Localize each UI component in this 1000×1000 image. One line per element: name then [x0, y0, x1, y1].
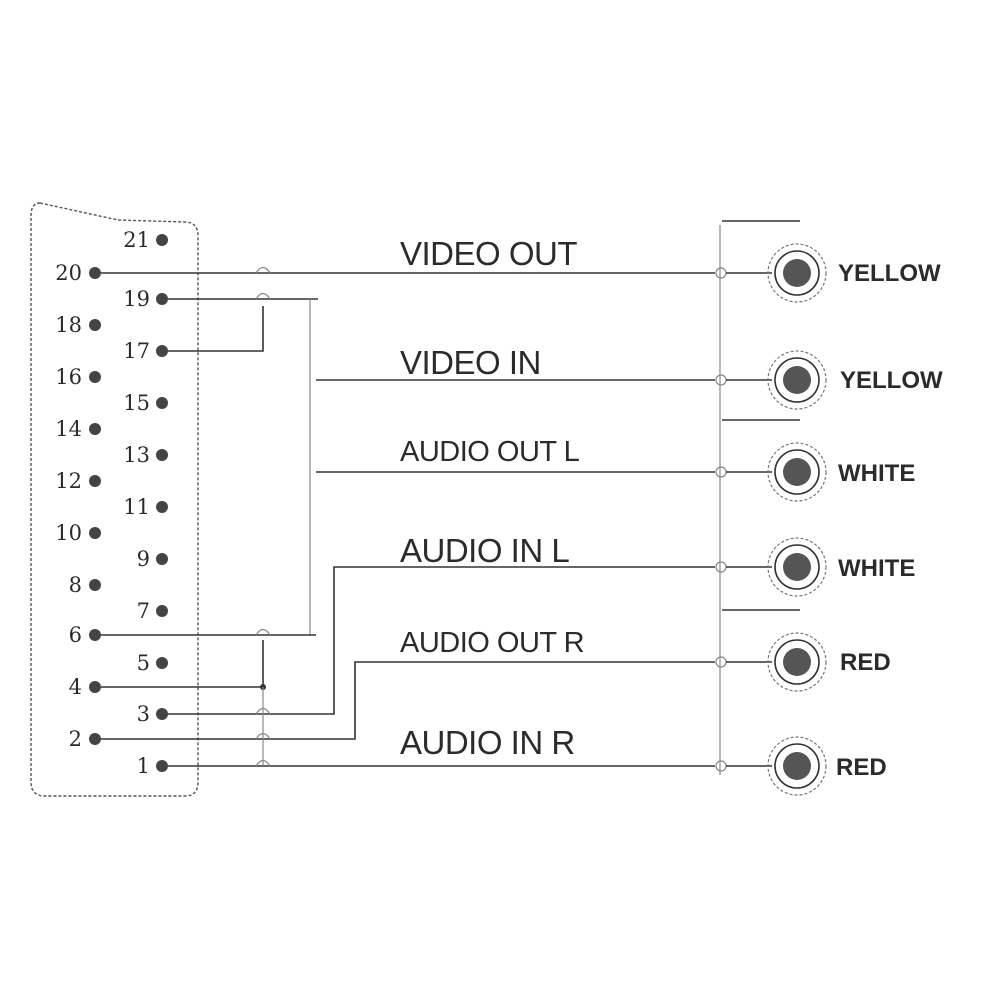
- terminal: [715, 760, 727, 772]
- pin-label: 3: [137, 702, 150, 726]
- pin-label: 20: [55, 261, 82, 285]
- signal-labels: VIDEO OUT VIDEO IN AUDIO OUT L AUDIO IN …: [400, 235, 585, 761]
- pin-label: 7: [137, 599, 150, 623]
- color-label: WHITE: [838, 460, 915, 487]
- signal-label: VIDEO IN: [400, 344, 541, 381]
- signal-label: AUDIO OUT R: [400, 627, 584, 659]
- terminal: [715, 656, 727, 668]
- rca-jack-video-out: [767, 243, 827, 303]
- pin-1: [156, 760, 168, 772]
- wire-audio-in-l: [168, 566, 715, 715]
- pin-19: [156, 293, 168, 305]
- terminal: [715, 374, 727, 386]
- color-label: YELLOW: [838, 260, 941, 287]
- pins-right-column: 21 19 17 15 13 11 9 7 5 3 1: [123, 228, 168, 778]
- pin-15: [156, 397, 168, 409]
- pin-label: 2: [69, 727, 82, 751]
- shield-loop-top: [255, 266, 271, 300]
- pin-label: 18: [55, 313, 82, 337]
- pin-16: [89, 371, 101, 383]
- pin-label: 12: [55, 469, 82, 493]
- terminals: [715, 267, 772, 772]
- pin-20: [89, 267, 101, 279]
- pin-4: [89, 681, 101, 693]
- pin-label: 6: [69, 623, 82, 647]
- signal-label: AUDIO IN L: [400, 532, 569, 569]
- pin-label: 21: [123, 228, 150, 252]
- pin-label: 10: [55, 521, 82, 545]
- rca-jack-audio-out-r: [767, 632, 827, 692]
- signal-label: VIDEO OUT: [400, 235, 577, 272]
- pin-14: [89, 423, 101, 435]
- pin-label: 16: [55, 365, 82, 389]
- color-label: YELLOW: [840, 367, 943, 394]
- pin-label: 17: [123, 339, 150, 363]
- rca-jack-audio-in-l: [767, 537, 827, 597]
- pin-17: [156, 345, 168, 357]
- pin-label: 13: [123, 443, 150, 467]
- terminal: [715, 466, 727, 478]
- terminal-link: [726, 272, 772, 767]
- pin-13: [156, 449, 168, 461]
- rca-jack-video-in: [767, 350, 827, 410]
- wires: [101, 266, 715, 767]
- scart-connector: [30, 202, 199, 797]
- pin-10: [89, 527, 101, 539]
- pin-11: [156, 501, 168, 513]
- pin-label: 5: [137, 651, 150, 675]
- pin-label: 4: [69, 675, 82, 699]
- rca-jack-audio-out-l: [767, 442, 827, 502]
- pin-label: 1: [137, 754, 150, 778]
- color-label: WHITE: [838, 555, 915, 582]
- pin-label: 11: [123, 495, 150, 519]
- rca-brackets: [719, 220, 800, 775]
- pin-label: 19: [123, 287, 150, 311]
- color-labels: YELLOW YELLOW WHITE WHITE RED RED: [836, 260, 943, 781]
- pin-18: [89, 319, 101, 331]
- terminal: [715, 267, 727, 279]
- wire-pin-17: [168, 306, 264, 352]
- connector-outline: [30, 202, 199, 797]
- pin-label: 8: [69, 573, 82, 597]
- pin-3: [156, 708, 168, 720]
- pin-label: 14: [55, 417, 82, 441]
- color-label: RED: [836, 754, 887, 781]
- signal-label: AUDIO OUT L: [400, 436, 580, 468]
- pins-left-column: 20 18 16 14 12 10 8 6 4 2: [55, 261, 101, 751]
- pin-21: [156, 234, 168, 246]
- pin-7: [156, 605, 168, 617]
- wire-audio-out-r: [101, 661, 715, 740]
- pin-12: [89, 475, 101, 487]
- pin-2: [89, 733, 101, 745]
- pin-6: [89, 629, 101, 641]
- terminal: [715, 561, 727, 573]
- rca-jacks: [767, 243, 827, 796]
- pin-5: [156, 657, 168, 669]
- pin-8: [89, 579, 101, 591]
- pin-label: 9: [137, 547, 150, 571]
- signal-label: AUDIO IN R: [400, 724, 575, 761]
- color-label: RED: [840, 649, 891, 676]
- pin-label: 15: [123, 391, 150, 415]
- pin-9: [156, 553, 168, 565]
- rca-jack-audio-in-r: [767, 736, 827, 796]
